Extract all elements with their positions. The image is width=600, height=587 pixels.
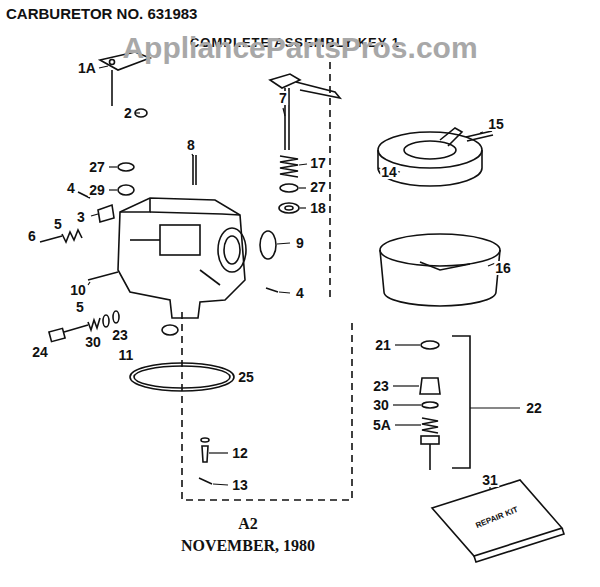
callout-number: 29 xyxy=(88,183,106,197)
callout-number: 17 xyxy=(309,156,327,170)
callout-number: 6 xyxy=(27,229,37,243)
callout-number: 10 xyxy=(69,283,87,297)
callout-number: 1A xyxy=(77,61,97,75)
callout-number: 5 xyxy=(75,300,85,314)
callout-number: 5 xyxy=(53,217,63,231)
callout-number: 9 xyxy=(295,236,305,250)
callout-number: 23 xyxy=(372,379,390,393)
callout-number: 16 xyxy=(494,261,512,275)
callout-number: 4 xyxy=(66,181,76,195)
callout-number: 18 xyxy=(309,201,327,215)
callout-number: 11 xyxy=(118,348,135,362)
callout-number: 2 xyxy=(123,106,133,120)
callout-number: 14 xyxy=(380,165,398,179)
callout-number: 27 xyxy=(88,160,106,174)
callout-number: 27 xyxy=(309,180,327,194)
drawing-code: A2 xyxy=(238,516,258,532)
callout-number: 30 xyxy=(372,398,390,412)
callout-number: 30 xyxy=(84,335,102,349)
callout-number: 15 xyxy=(487,117,505,131)
watermark: AppliancePartsPros.com xyxy=(122,33,477,63)
callout-number: 21 xyxy=(374,338,392,352)
callout-number: 24 xyxy=(31,345,49,359)
kit-label: REPAIR KIT xyxy=(475,506,519,530)
callout-number: 31 xyxy=(481,473,499,487)
callout-number: 7 xyxy=(278,91,288,105)
callout-number: 13 xyxy=(231,478,249,492)
callout-number: 5A xyxy=(372,418,392,432)
callout-number: 22 xyxy=(525,401,543,415)
callout-number: 4 xyxy=(295,286,305,300)
callout-number: 25 xyxy=(237,370,255,384)
callout-number: 3 xyxy=(76,210,86,224)
callout-number: 8 xyxy=(186,138,196,152)
callout-number: 12 xyxy=(231,446,249,460)
callout-number: 23 xyxy=(111,328,129,342)
diagram-title: CARBURETOR NO. 631983 xyxy=(6,6,197,21)
revision-date: NOVEMBER, 1980 xyxy=(181,538,315,554)
